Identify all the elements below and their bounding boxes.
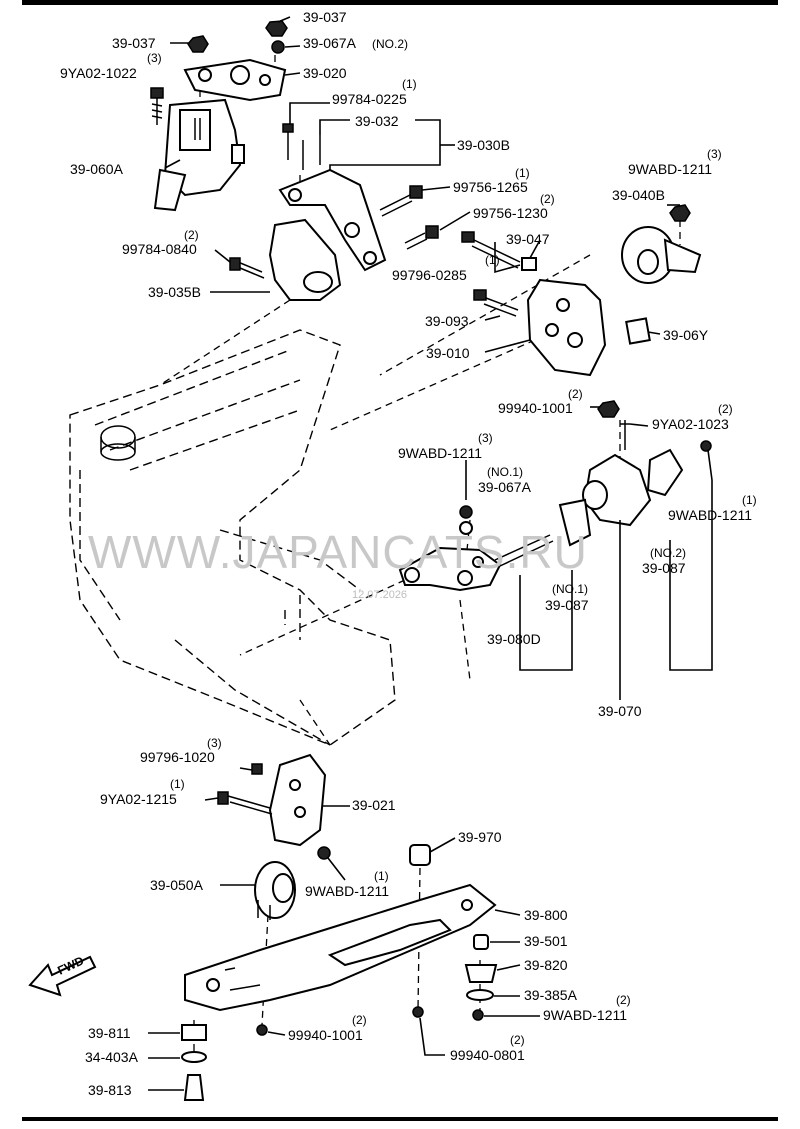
label-99796-1020: 99796-1020 (140, 749, 215, 765)
bracket-39-010 (526, 278, 607, 377)
qty-9wabd-1211-front: (1) (374, 869, 389, 883)
label-39-060a: 39-060A (70, 161, 124, 177)
qty-9wabd-1211-right: (1) (742, 493, 757, 507)
qty-99784-0225: (1) (402, 77, 417, 91)
label-9ya02-1022: 9YA02-1022 (60, 65, 137, 81)
label-39-087-no1: 39-087 (545, 597, 589, 613)
qty-99940-1001-bottom: (2) (352, 1013, 367, 1027)
label-39-385a: 39-385A (524, 987, 578, 1003)
qty-99756-1230: (2) (540, 192, 555, 206)
watermark: WWW.JAPANCATS.RU (88, 526, 588, 578)
qty-99796-0285: (1) (485, 253, 500, 267)
label-39-080d: 39-080D (487, 631, 541, 647)
label-39-047: 39-047 (506, 231, 550, 247)
part-39-06y (625, 317, 651, 345)
label-9wabd-1211-top: 9WABD-1211 (628, 161, 712, 177)
qty-9ya02-1215: (1) (170, 777, 185, 791)
label-39-820: 39-820 (524, 957, 568, 973)
label-39-037-top: 39-037 (303, 9, 347, 25)
note-39-067a-no2: (NO.2) (372, 37, 408, 51)
qty-9ya02-1023: (2) (718, 402, 733, 416)
label-99756-1265: 99756-1265 (453, 179, 528, 195)
label-9ya02-1023: 9YA02-1023 (652, 416, 729, 432)
top-rule (22, 0, 778, 5)
label-39-021: 39-021 (352, 797, 396, 813)
bracket-39-035b (229, 218, 342, 301)
bolt-99756-1230 (404, 225, 439, 250)
label-9wabd-1211-front: 9WABD-1211 (305, 883, 389, 899)
label-39-050a: 39-050A (150, 877, 204, 893)
nut-39-037 (187, 20, 288, 54)
qty-9wabd-1211-mid: (3) (478, 431, 493, 445)
mount-39-070 (558, 400, 712, 547)
label-99940-1001-mid: 99940-1001 (498, 400, 573, 416)
label-99940-0801: 99940-0801 (450, 1047, 525, 1063)
bolt-39-093 (473, 289, 519, 317)
qty-99796-1020: (3) (207, 736, 222, 750)
label-39-087-no2: 39-087 (642, 560, 686, 576)
bracket-39-080d (398, 505, 554, 592)
label-39-067a-no2: 39-067A (303, 35, 357, 51)
qty-99940-0801: (2) (510, 1033, 525, 1047)
label-9wabd-1211-right: 9WABD-1211 (668, 507, 752, 523)
bolt-9ya02-1022 (150, 87, 164, 125)
label-39-037-left: 39-037 (112, 35, 156, 51)
qty-99784-0840: (2) (184, 228, 199, 242)
label-99796-0285: 99796-0285 (392, 267, 467, 283)
label-39-010: 39-010 (426, 345, 470, 361)
date-stamp: 12.07.2026 (352, 589, 407, 601)
qty-9wabd-1211-top: (3) (707, 147, 722, 161)
label-99940-1001-bottom: 99940-1001 (288, 1027, 363, 1043)
bracket-39-021 (217, 753, 331, 860)
qty-99756-1265: (1) (515, 166, 530, 180)
mount-39-050a (254, 861, 296, 920)
label-39-06y: 39-06Y (663, 327, 709, 343)
label-39-970: 39-970 (458, 829, 502, 845)
bottom-rule (22, 1117, 778, 1121)
qty-99940-1001-mid: (2) (568, 387, 583, 401)
qty-9wabd-1211-bottom: (2) (616, 993, 631, 1007)
label-9wabd-1211-mid: 9WABD-1211 (398, 445, 482, 461)
label-99784-0225: 99784-0225 (332, 91, 407, 107)
label-39-032: 39-032 (355, 113, 399, 129)
crossmember-39-800 (184, 844, 497, 1012)
studs-39-032 (282, 123, 321, 170)
engine-mount-39-060a (153, 98, 245, 212)
label-39-093: 39-093 (425, 313, 469, 329)
label-39-813: 39-813 (88, 1082, 132, 1098)
bolt-99756-1265 (379, 185, 423, 217)
bracket-39-030b (278, 168, 387, 272)
label-39-501: 39-501 (524, 933, 568, 949)
note-39-087-no2: (NO.2) (650, 546, 686, 560)
small-parts-right (464, 934, 498, 1021)
label-39-030b: 39-030B (457, 137, 510, 153)
label-99784-0840: 99784-0840 (122, 241, 197, 257)
label-39-800: 39-800 (524, 907, 568, 923)
upper-bracket-39-020 (183, 58, 287, 102)
label-39-070: 39-070 (598, 703, 642, 719)
small-parts-left (181, 1006, 424, 1101)
label-34-403a: 34-403A (85, 1049, 139, 1065)
qty-9ya02-1022: (3) (147, 51, 162, 65)
label-39-040b: 39-040B (612, 187, 665, 203)
note-39-087-no1: (NO.1) (552, 582, 588, 596)
note-39-067a-no1: (NO.1) (487, 465, 523, 479)
label-9ya02-1215: 9YA02-1215 (100, 791, 177, 807)
callout-labels: 39-037 39-037 39-067A (NO.2) 9YA02-1022 … (60, 9, 757, 1098)
leader-lines (148, 16, 713, 1091)
label-99756-1230: 99756-1230 (473, 205, 548, 221)
label-39-811: 39-811 (88, 1025, 131, 1041)
clip-39-047 (521, 257, 537, 271)
label-39-035b: 39-035B (148, 284, 201, 300)
label-39-020: 39-020 (303, 65, 347, 81)
label-39-067a-no1: 39-067A (478, 479, 532, 495)
mount-39-040b (621, 204, 702, 284)
label-9wabd-1211-bottom: 9WABD-1211 (543, 1007, 627, 1023)
engine-outline (69, 329, 396, 746)
fwd-arrow: FWD (28, 953, 97, 997)
